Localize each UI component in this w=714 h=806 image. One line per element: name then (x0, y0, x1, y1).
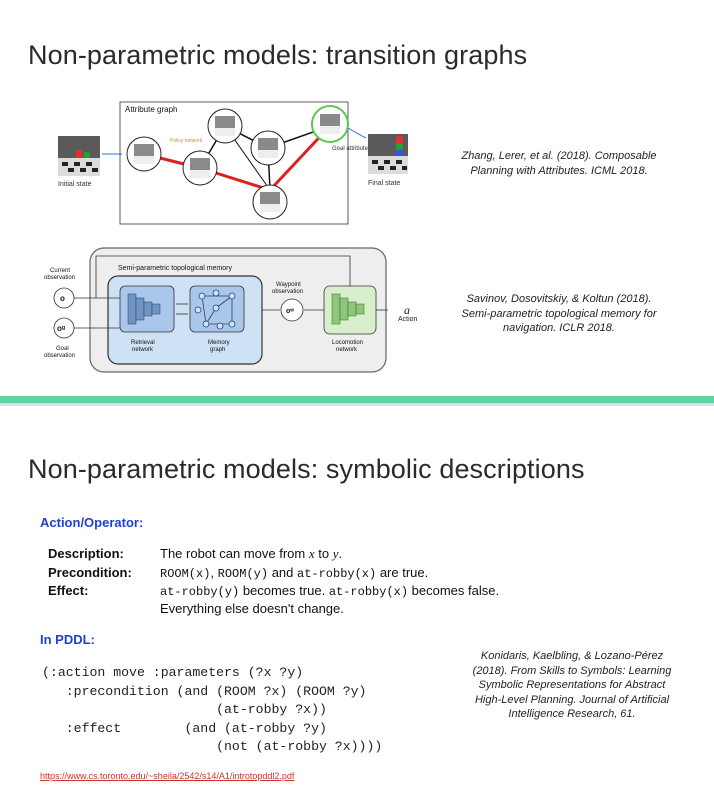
var-x: x (308, 546, 315, 561)
citation-savinov: Savinov, Dosovitskiy, & Koltun (2018). S… (440, 292, 678, 336)
text: The robot can move from (160, 546, 309, 561)
effect-label: Effect: (48, 583, 89, 598)
memory-graph-label: Memory (208, 340, 230, 346)
slide-transition-graphs: Non-parametric models: transition graphs… (0, 0, 714, 398)
memory-graph-label: graph (210, 347, 225, 353)
description-text: The robot can move from x to y. (160, 546, 342, 562)
locomotion-label: Locomotion (332, 340, 363, 346)
current-observation-label: Current (50, 268, 70, 274)
goal-observation-label: Goal (56, 346, 69, 352)
pddl-reference-link[interactable]: https://www.cs.toronto.edu/~sheila/2542/… (40, 771, 295, 781)
action-label: Action (398, 316, 418, 323)
predicate: at-robby(x) (328, 585, 409, 599)
locomotion-label: network (336, 347, 358, 353)
memory-title: Semi-parametric topological memory (118, 265, 232, 272)
action-operator-heading: Action/Operator: (40, 515, 144, 530)
citation-line: High-Level Planning. Journal of Artifici… (474, 693, 670, 706)
initial-state-label: Initial state (58, 181, 92, 188)
memory-graph-icon (194, 289, 236, 330)
attribute-graph-label: Attribute graph (125, 105, 177, 114)
o-symbol: o (60, 294, 65, 303)
retrieval-network-label: network (132, 347, 154, 353)
citation-line: Planning with Attributes. ICML 2018. (470, 164, 648, 177)
current-observation-label: observation (44, 275, 75, 281)
text: . (338, 546, 343, 561)
attribute-graph-box (119, 101, 349, 225)
retrieval-network-label: Retrieval (131, 340, 155, 346)
slide-separator-shadow (0, 403, 714, 406)
precondition-text: ROOM(x), ROOM(y) and at-robby(x) are tru… (160, 565, 429, 581)
citation-konidaris: Konidaris, Kaelbling, & Lozano-Pérez (20… (454, 649, 690, 722)
og-symbol: oᵍ (57, 324, 65, 333)
retrieval-network-icon (127, 293, 161, 325)
waypoint-label: observation (272, 289, 303, 295)
initial-state-image (58, 136, 100, 176)
slide-title: Non-parametric models: transition graphs (28, 40, 528, 70)
waypoint-node (280, 298, 304, 322)
graph-node (126, 136, 162, 172)
effect-text-line2: Everything else doesn't change. (160, 601, 344, 616)
var-y: y (332, 546, 339, 561)
graph-node (250, 130, 286, 166)
description-label: Description: (48, 546, 124, 561)
slide-separator (0, 396, 714, 404)
citation-zhang: Zhang, Lerer, et al. (2018). Composable … (440, 149, 678, 178)
text: to (314, 546, 333, 561)
locomotion-network-icon (331, 293, 365, 325)
goal-attributes-label: Goal attributes (332, 146, 371, 152)
action-symbol: a (404, 303, 410, 317)
citation-line: Semi-parametric topological memory for (461, 307, 657, 320)
predicate: at-robby(x) (297, 567, 377, 581)
ow-symbol: oʷ (286, 308, 294, 315)
policy-network-label: Policy network (170, 138, 203, 144)
final-state-label: Final state (368, 180, 400, 187)
citation-line: Symbolic Representations for Abstract (478, 679, 666, 691)
final-state-figure: Final state (368, 134, 408, 187)
citation-line: Konidaris, Kaelbling, & Lozano-Pérez (480, 650, 664, 662)
waypoint-label: Waypoint (276, 282, 301, 288)
citation-line: (2018). From Skills to Symbols: Learning (472, 664, 672, 677)
pddl-code-block: (:action move :parameters (?x ?y) :preco… (42, 665, 383, 754)
predicate: ROOM(y) (217, 567, 269, 581)
citation-line: Zhang, Lerer, et al. (2018). Composable (461, 150, 657, 162)
citation-line: Savinov, Dosovitskiy, & Koltun (2018). (466, 293, 652, 305)
graph-node (252, 184, 288, 220)
graph-node (207, 108, 243, 144)
text: are true. (376, 565, 429, 580)
pddl-heading: In PDDL: (40, 632, 95, 647)
citation-line: navigation. ICLR 2018. (503, 322, 615, 334)
effect-text: at-robby(y) becomes true. at-robby(x) be… (160, 583, 499, 599)
goal-observation-label: observation (44, 353, 75, 359)
text: becomes false. (408, 583, 500, 598)
attribute-graph-figure: Initial state Attribute graph (58, 101, 371, 225)
slide-title: Non-parametric models: symbolic descript… (28, 454, 585, 484)
predicate: at-robby(y) (160, 585, 240, 599)
sptm-figure: Semi-parametric topological memory Retri… (44, 247, 388, 373)
predicate: ROOM(x) (160, 567, 211, 581)
goal-node (311, 105, 349, 143)
graph-node (182, 150, 218, 186)
slide-symbolic-descriptions: Non-parametric models: symbolic descript… (0, 408, 714, 806)
text: and (268, 565, 297, 580)
text: becomes true. (239, 583, 329, 598)
citation-line: Intelligence Research, 61. (508, 708, 636, 720)
precondition-label: Precondition: (48, 565, 132, 580)
